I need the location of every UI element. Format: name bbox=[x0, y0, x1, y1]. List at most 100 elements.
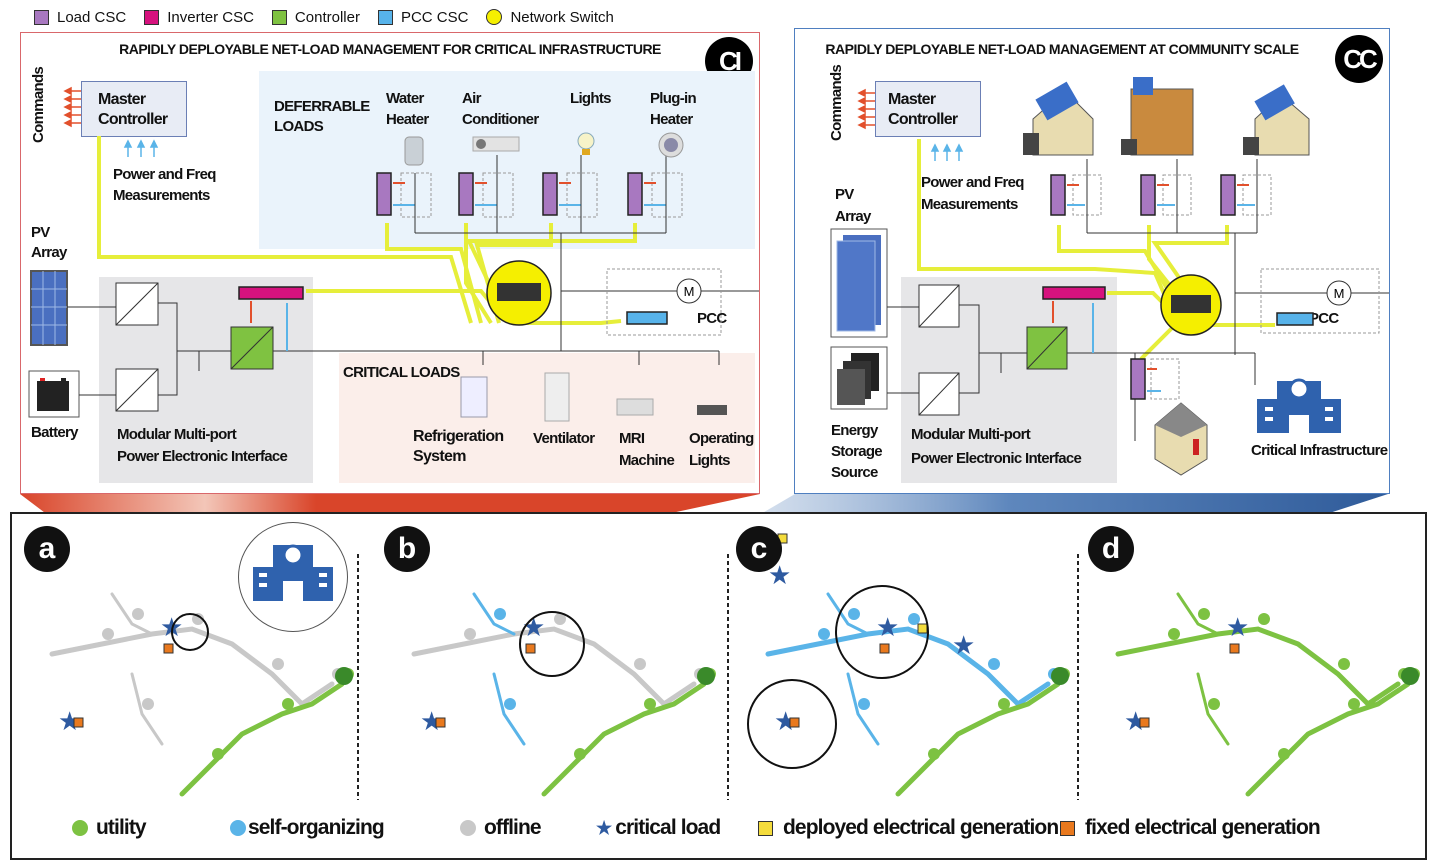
air-conditioner-icon bbox=[472, 136, 520, 152]
load-csc-house-3 bbox=[1220, 159, 1272, 233]
grid-node bbox=[574, 748, 586, 760]
grid-feeder-trunk bbox=[765, 626, 1051, 708]
generation-square-icon bbox=[1139, 717, 1150, 728]
deferrable-title-1: DEFERRABLE bbox=[274, 98, 370, 115]
utility-source-icon bbox=[335, 667, 353, 685]
grid-node bbox=[272, 658, 284, 670]
motor-label: M bbox=[1334, 286, 1345, 301]
townhouse-solar-icon bbox=[1121, 77, 1194, 156]
generation-square-icon bbox=[879, 643, 890, 654]
communication-lines bbox=[917, 139, 1275, 361]
pv-label-2: Array bbox=[31, 244, 67, 261]
mc-line1: Master bbox=[888, 91, 936, 108]
grid-node bbox=[858, 698, 870, 710]
command-arrows-icon bbox=[857, 88, 875, 130]
fixed-generation-square-icon bbox=[1060, 820, 1075, 836]
ventilator-label: Ventilator bbox=[533, 430, 595, 447]
grid-node bbox=[102, 628, 114, 640]
component-legend: Load CSC Inverter CSC Controller PCC CSC… bbox=[34, 6, 632, 28]
grid-node bbox=[282, 698, 294, 710]
grid-node bbox=[928, 748, 940, 760]
grid-feeder-utility bbox=[541, 681, 707, 797]
critical-load-star-icon: ★ bbox=[58, 706, 81, 736]
grid-feeder-branch bbox=[472, 592, 516, 636]
grid-feeder-trunk bbox=[411, 626, 697, 708]
pcc-csc bbox=[1276, 312, 1314, 326]
refrigeration-label: Refrigeration bbox=[413, 428, 504, 445]
generation-square-icon bbox=[435, 717, 446, 728]
battery-label: Battery bbox=[31, 424, 78, 441]
grid-node bbox=[1258, 613, 1270, 625]
subpanel-label-c: c bbox=[736, 526, 782, 572]
utility-dot-icon bbox=[72, 820, 88, 836]
legend-load-csc: Load CSC bbox=[34, 9, 126, 26]
deferrable-loads-area bbox=[259, 71, 755, 249]
measurement-arrows-icon bbox=[123, 139, 159, 157]
load-csc-plugin-heater bbox=[627, 155, 683, 233]
load-csc-house-2 bbox=[1140, 159, 1192, 233]
generation-square-icon bbox=[73, 717, 84, 728]
grid-node bbox=[554, 613, 566, 625]
legend-critical-load: ★critical load bbox=[596, 816, 721, 840]
pcc-label: PCC bbox=[1309, 310, 1339, 327]
grid-feeder-branch bbox=[1196, 672, 1230, 746]
cc-badge: CC bbox=[1335, 35, 1383, 83]
legend-offline: offline bbox=[460, 816, 542, 840]
utility-source-icon bbox=[1401, 667, 1419, 685]
legend-label: self-organizing bbox=[248, 816, 385, 839]
critical-loads-title: CRITICAL LOADS bbox=[343, 364, 460, 381]
inverter-csc-swatch bbox=[144, 9, 160, 25]
interface-label-1: Modular Multi-port bbox=[911, 426, 1031, 443]
ci-circuit: M bbox=[28, 86, 759, 422]
load-csc-lights bbox=[542, 155, 598, 233]
plugin-heater-label-2: Heater bbox=[650, 111, 693, 128]
critical-load-star-icon: ★ bbox=[1226, 612, 1249, 642]
legend-label: offline bbox=[484, 816, 542, 839]
legend-deployed-generation: deployed electrical generation bbox=[758, 816, 1059, 840]
network-switch-icon bbox=[1160, 274, 1222, 336]
network-switch-icon bbox=[486, 260, 552, 326]
subpanel-label-b: b bbox=[384, 526, 430, 572]
ac-label: Air bbox=[462, 90, 481, 107]
refrigerator-icon bbox=[460, 376, 488, 418]
pcc-boundary bbox=[606, 268, 722, 336]
communication-lines bbox=[97, 136, 637, 325]
storage-label-2: Storage bbox=[831, 443, 883, 460]
grid-node bbox=[464, 628, 476, 640]
panel-ci-title: RAPIDLY DEPLOYABLE NET-LOAD MANAGEMENT F… bbox=[119, 41, 661, 57]
pcc-csc-swatch bbox=[377, 9, 393, 25]
legend-label: Load CSC bbox=[57, 8, 127, 26]
hospital-icon bbox=[1257, 378, 1341, 433]
energy-storage-icon bbox=[830, 346, 888, 410]
ventilator-icon bbox=[544, 372, 570, 422]
grid-feeder-branch bbox=[130, 672, 164, 746]
pv-array-icon bbox=[30, 270, 68, 346]
grid-node bbox=[988, 658, 1000, 670]
command-arrows-icon bbox=[63, 86, 81, 128]
dc-dc-converter-icon bbox=[918, 284, 960, 328]
deployed-generation-square-icon bbox=[758, 820, 773, 836]
dc-dc-converter-icon bbox=[115, 282, 159, 326]
panel-cc-title: RAPIDLY DEPLOYABLE NET-LOAD MANAGEMENT A… bbox=[825, 41, 1299, 57]
mc-line2: Controller bbox=[888, 111, 958, 128]
grid-feeder-utility bbox=[895, 681, 1061, 797]
grid-feeder-utility bbox=[179, 681, 345, 797]
inverter-csc bbox=[1042, 286, 1106, 300]
controller-swatch bbox=[271, 9, 287, 25]
legend-network-switch: Network Switch bbox=[486, 9, 614, 26]
highlight-circle bbox=[171, 613, 209, 651]
measurements-line2: Measurements bbox=[113, 187, 210, 204]
highlight-circle bbox=[747, 679, 837, 769]
generation-square-icon bbox=[525, 643, 536, 654]
mri-machine-icon bbox=[616, 398, 654, 416]
legend-label: deployed electrical generation bbox=[783, 816, 1059, 839]
hospital-icon bbox=[253, 544, 333, 601]
grid-maps: ★★★★★★★★★★ bbox=[49, 533, 1420, 800]
grid-feeder-utility bbox=[1245, 681, 1411, 797]
legend-label: utility bbox=[96, 816, 147, 839]
critical-load-star-icon: ★ bbox=[596, 817, 612, 838]
mc-line1: Master bbox=[98, 91, 146, 108]
pcc-label: PCC bbox=[697, 310, 727, 327]
deferrable-title-2: LOADS bbox=[274, 118, 324, 135]
grid-feeder-branch bbox=[492, 672, 526, 746]
